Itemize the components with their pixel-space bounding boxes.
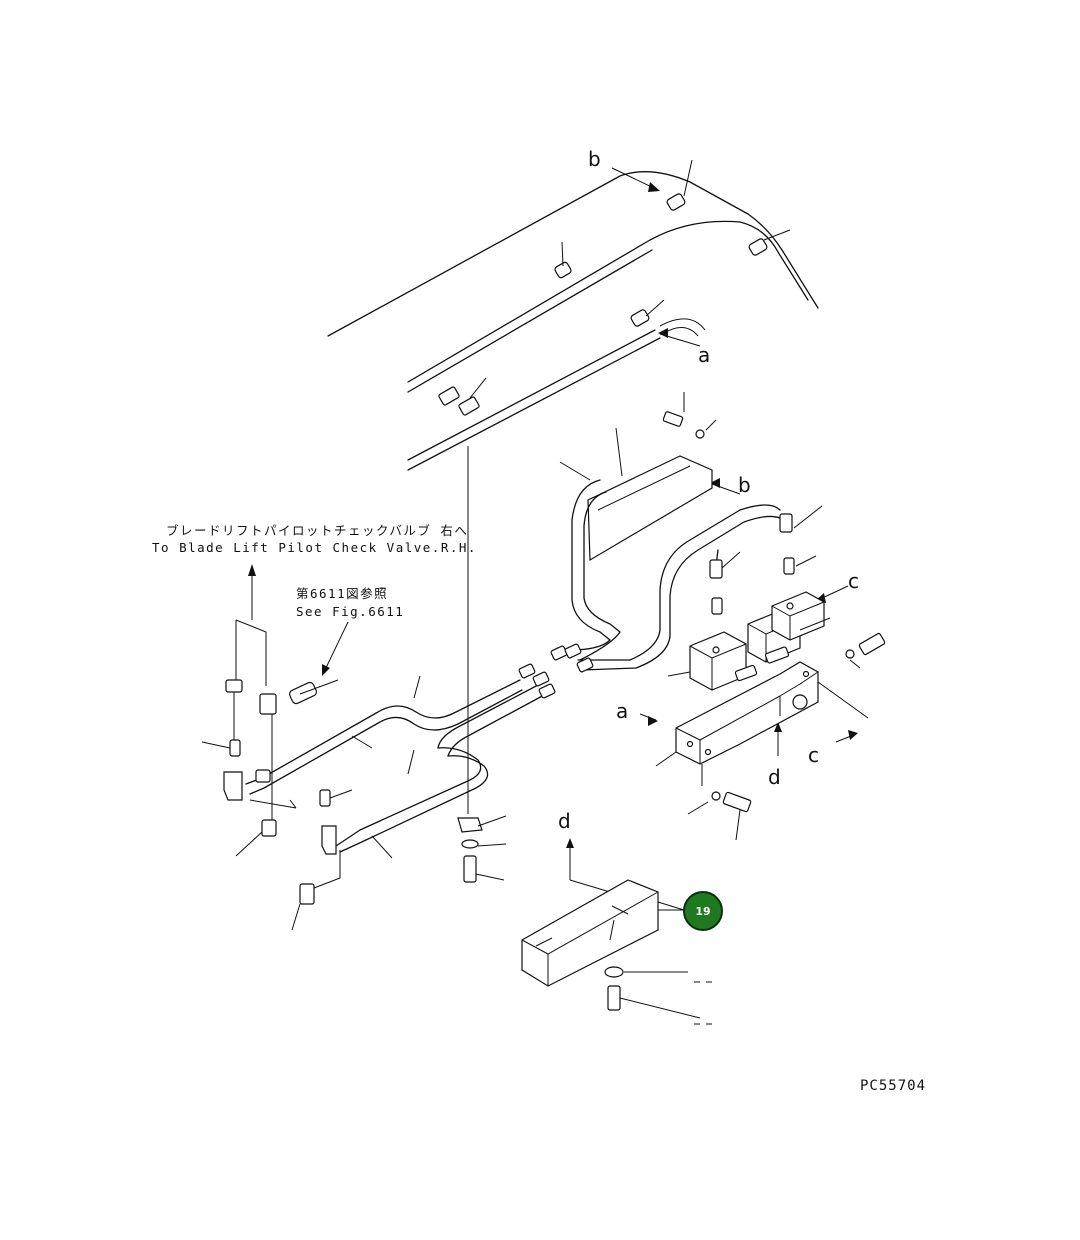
label-c-top: c [848, 569, 859, 593]
rail-clips [438, 159, 791, 416]
callout-19[interactable]: 19 [657, 891, 723, 931]
label-d-right: d [768, 765, 781, 789]
upper-bracket [559, 392, 717, 562]
label-c-bottom: c [808, 743, 819, 767]
hydraulic-pipes [245, 479, 785, 853]
center-clamp [457, 446, 507, 883]
label-d-bottom: d [558, 809, 571, 833]
fig-note-en: See Fig.6611 [296, 604, 404, 619]
callout-number[interactable]: 19 [695, 905, 710, 918]
pilot-note-jp: ブレードリフトパイロットチェックバルブ 右へ [166, 523, 468, 538]
lower-bracket [655, 632, 886, 841]
fig-note-jp: 第6611図参照 [296, 586, 388, 601]
drawing-code: PC55704 [860, 1078, 926, 1094]
label-a-bottom: a [616, 699, 628, 723]
label-b-top: b [588, 147, 601, 171]
cover-plate [521, 879, 712, 1025]
pipe-fittings [518, 505, 823, 699]
label-a-top: a [698, 343, 710, 367]
valve-blocks [667, 591, 831, 691]
upper-frame [327, 171, 819, 471]
label-b-right: b [738, 473, 751, 497]
pilot-note-en: To Blade Lift Pilot Check Valve.R.H. [152, 540, 477, 555]
left-fittings [201, 619, 421, 931]
callout-circle[interactable] [683, 891, 723, 931]
